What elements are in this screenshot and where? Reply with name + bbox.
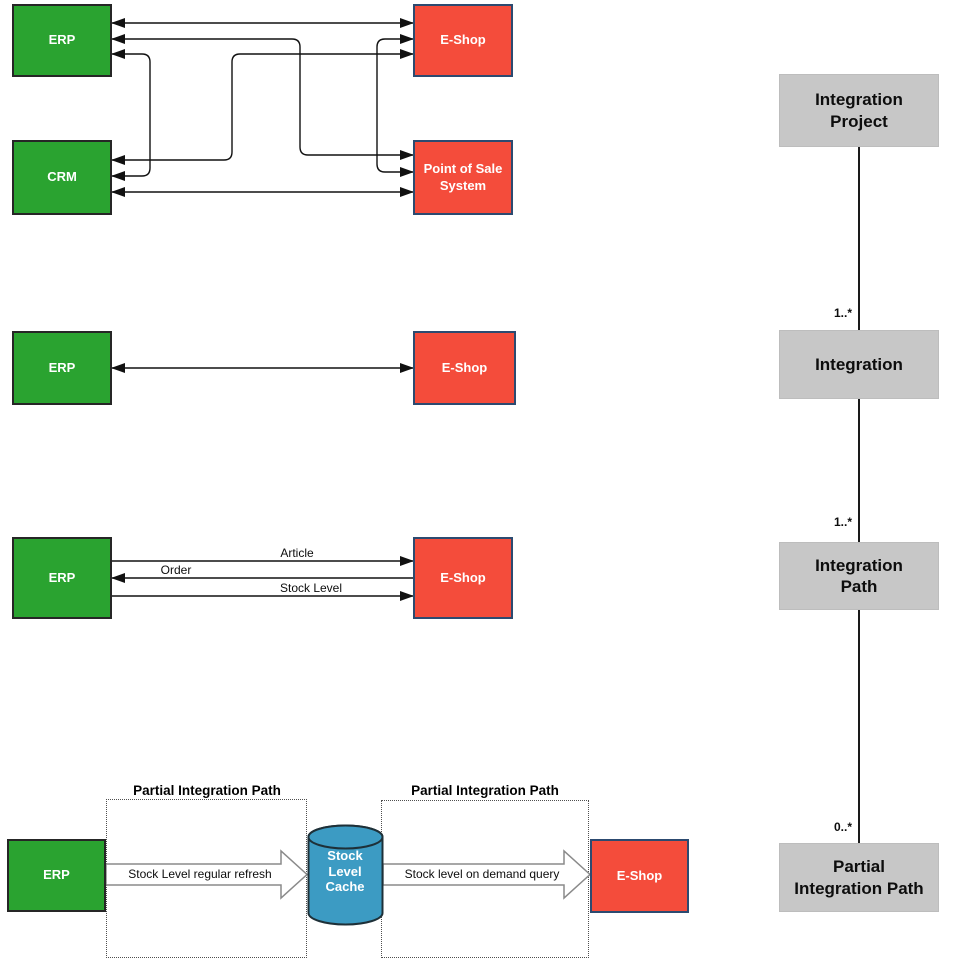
- cache-cylinder-top: [307, 824, 384, 850]
- connector-erp-pos: [111, 34, 414, 160]
- system-box-crm: CRM: [12, 140, 112, 215]
- block-arrow-label-regular-refresh: Stock Level regular refresh: [128, 867, 272, 881]
- system-box-erp-3: ERP: [12, 537, 112, 619]
- system-box-erp-2: ERP: [12, 331, 112, 405]
- hierarchy-box-integration: Integration: [779, 330, 939, 399]
- connector-erp-crm: [111, 49, 151, 181]
- flow-label-order: Order: [160, 563, 192, 577]
- system-box-eshop-4: E-Shop: [590, 839, 689, 913]
- system-box-pos: Point of Sale System: [413, 140, 513, 215]
- multiplicity-integration: 1..*: [833, 306, 852, 320]
- system-box-eshop-2: E-Shop: [413, 331, 516, 405]
- cache-cylinder-label: Stock Level Cache: [325, 848, 365, 895]
- partial-path-title-right: Partial Integration Path: [411, 783, 559, 798]
- hierarchy-line-1: [858, 147, 860, 330]
- hierarchy-line-3: [858, 610, 860, 843]
- connector-crm-eshop: [111, 49, 414, 165]
- flow-label-stock-level: Stock Level: [279, 581, 343, 595]
- partial-path-title-left: Partial Integration Path: [133, 783, 281, 798]
- block-arrow-label-on-demand-query: Stock level on demand query: [404, 867, 560, 881]
- hierarchy-line-2: [858, 399, 860, 542]
- hierarchy-box-integration-project: Integration Project: [779, 74, 939, 147]
- multiplicity-integration-path: 1..*: [833, 515, 852, 529]
- system-box-erp-4: ERP: [7, 839, 106, 912]
- connector-eshop-pos: [376, 34, 414, 177]
- system-box-eshop-1: E-Shop: [413, 4, 513, 77]
- system-box-erp-1: ERP: [12, 4, 112, 77]
- hierarchy-box-partial-integration-path: Partial Integration Path: [779, 843, 939, 912]
- flow-label-article: Article: [280, 546, 314, 560]
- hierarchy-box-integration-path: Integration Path: [779, 542, 939, 610]
- system-box-eshop-3: E-Shop: [413, 537, 513, 619]
- multiplicity-partial-integration-path: 0..*: [833, 820, 852, 834]
